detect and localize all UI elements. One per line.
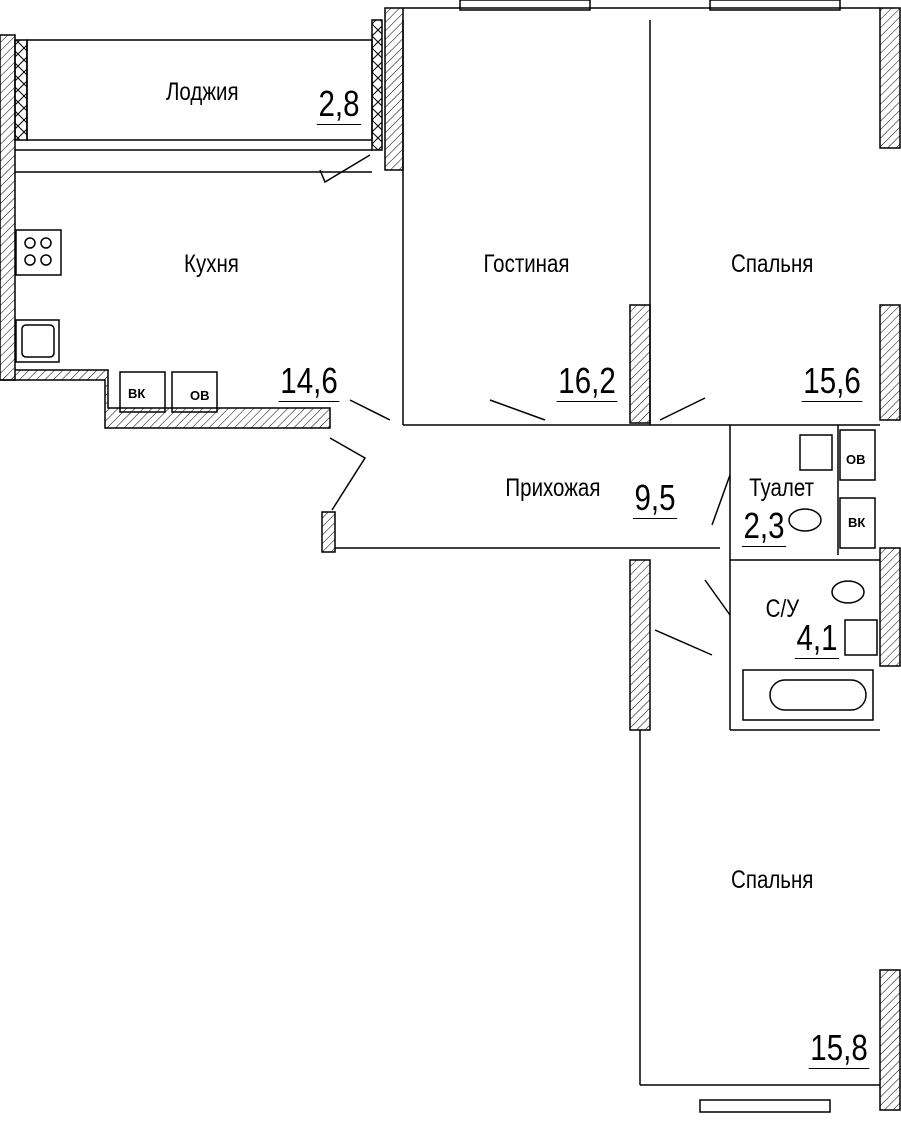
wall-left bbox=[0, 34, 16, 381]
room-area-toilet: 2,3 bbox=[741, 505, 787, 547]
room-name-kitchen: Кухня bbox=[184, 250, 239, 278]
stove-icon bbox=[15, 229, 62, 276]
toilet-icon bbox=[831, 580, 865, 604]
room-area-living: 16,2 bbox=[556, 360, 618, 402]
room-area-bedroom-1: 15,6 bbox=[801, 360, 863, 402]
room-name-bedroom-2: Спальня bbox=[731, 866, 814, 894]
water-shaft-label: ВК bbox=[848, 515, 866, 530]
room-area-kitchen: 14,6 bbox=[278, 360, 340, 402]
room-name-bedroom-1: Спальня bbox=[731, 250, 814, 278]
vent-shaft-label: ОВ bbox=[846, 452, 866, 467]
room-area-bedroom-2: 15,8 bbox=[808, 1027, 870, 1069]
sink-icon bbox=[15, 319, 60, 363]
bathtub-icon bbox=[742, 669, 874, 721]
room-name-loggia: Лоджия bbox=[165, 78, 239, 106]
vent-shaft-label: ОВ bbox=[190, 388, 210, 403]
water-shaft-label: ВК bbox=[128, 386, 146, 401]
room-name-living: Гостиная bbox=[483, 250, 570, 278]
room-name-toilet: Туалет bbox=[749, 474, 814, 502]
room-name-bathroom: С/У bbox=[765, 595, 800, 623]
toilet-icon bbox=[788, 508, 822, 532]
room-area-hall: 9,5 bbox=[632, 477, 678, 519]
room-area-loggia: 2,8 bbox=[316, 83, 362, 125]
room-name-hall: Прихожая bbox=[505, 474, 601, 502]
room-area-bathroom: 4,1 bbox=[794, 617, 840, 659]
